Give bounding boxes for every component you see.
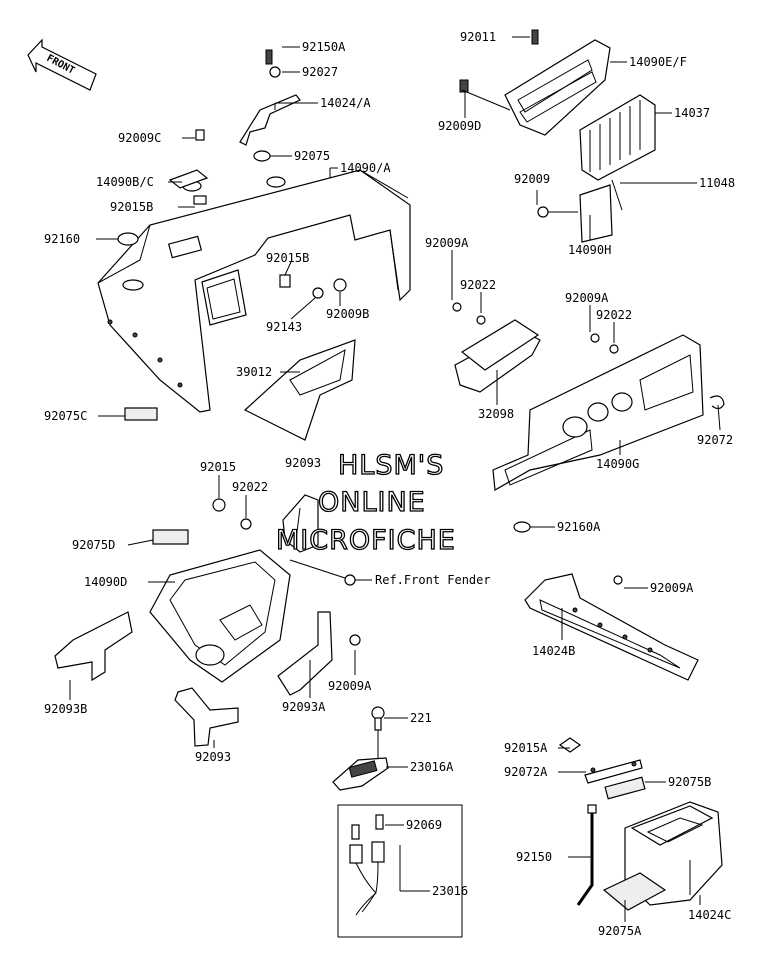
label-32098: 32098 [478, 407, 514, 421]
label-92009A-b: 92009A [565, 291, 609, 305]
label-ref-front-fender: Ref.Front Fender [375, 573, 491, 587]
label-14024B: 14024B [532, 644, 575, 658]
harness-23016 [349, 814, 385, 916]
label-221: 221 [410, 711, 432, 725]
label-92009D: 92009D [438, 119, 481, 133]
label-92009C: 92009C [118, 131, 161, 145]
bracket-92093 [174, 687, 239, 747]
label-14024C: 14024C [688, 908, 731, 922]
label-14090BC: 14090B/C [96, 175, 154, 189]
front-arrow-icon: FRONT [27, 38, 97, 91]
panel-14090G [492, 333, 725, 491]
label-92093B: 92093B [44, 702, 87, 716]
label-92075: 92075 [294, 149, 330, 163]
grommet-92160 [117, 232, 139, 246]
label-92075D: 92075D [72, 538, 115, 552]
pad-92075B [604, 776, 646, 800]
label-92093: 92093 [195, 750, 231, 764]
pad-92075C [124, 407, 158, 421]
part-labels: 92150A 92027 14024/A 92009C 92075 14090/… [44, 30, 735, 938]
label-14090H: 14090H [568, 243, 611, 257]
label-92143: 92143 [266, 320, 302, 334]
rear-fender-14090A [97, 169, 411, 413]
label-92150: 92150 [516, 850, 552, 864]
label-92022-b: 92022 [596, 308, 632, 322]
rod-92150 [576, 804, 597, 906]
bracket-14024A [239, 49, 301, 146]
label-39012: 39012 [236, 365, 272, 379]
label-14090D: 14090D [84, 575, 127, 589]
label-92075B: 92075B [668, 775, 711, 789]
grommet-92160A [513, 521, 531, 533]
leader-lines [69, 36, 721, 922]
label-92160: 92160 [44, 232, 80, 246]
strap-92072A [558, 737, 643, 784]
bracket-14024B [524, 573, 699, 681]
label-92022-a: 92022 [460, 278, 496, 292]
bracket-92093A [277, 611, 361, 696]
label-92015B-a: 92015B [110, 200, 153, 214]
label-23016A: 23016A [410, 760, 454, 774]
watermark-line-3: MICROFICHE [276, 525, 456, 556]
label-92093A: 92093A [282, 700, 326, 714]
watermark-line-1: HLSM'S [338, 450, 444, 481]
plate-14090BC [168, 129, 209, 205]
label-92027: 92027 [302, 65, 338, 79]
bracket-11048 [537, 179, 623, 243]
label-14037: 14037 [674, 106, 710, 120]
label-92072: 92072 [697, 433, 733, 447]
tray-14090D [149, 549, 356, 683]
washer-92022 [240, 518, 252, 530]
box-32098 [452, 302, 541, 393]
label-92075C: 92075C [44, 409, 87, 423]
label-11048: 11048 [699, 176, 735, 190]
label-92093-top: 92093 [285, 456, 321, 470]
label-92150A: 92150A [302, 40, 346, 54]
label-92009B: 92009B [326, 307, 369, 321]
pad-92075A [602, 872, 667, 911]
heatsink-14037 [579, 94, 656, 181]
pad-92075D [152, 529, 189, 545]
label-92015B-b: 92015B [266, 251, 309, 265]
label-92072A: 92072A [504, 765, 548, 779]
label-14024A: 14024/A [320, 96, 371, 110]
label-23016: 23016 [432, 884, 468, 898]
clip-92015B [279, 274, 347, 299]
label-14090G: 14090G [596, 457, 639, 471]
harness-box-23016 [337, 804, 463, 938]
label-92075A: 92075A [598, 924, 642, 938]
label-92022-c: 92022 [232, 480, 268, 494]
label-14090A: 14090/A [340, 161, 391, 175]
label-92069: 92069 [406, 818, 442, 832]
label-92009A-d: 92009A [328, 679, 372, 693]
duct-39012 [243, 339, 356, 441]
label-14090EF: 14090E/F [629, 55, 687, 69]
label-92009A-a: 92009A [425, 236, 469, 250]
label-92015: 92015 [200, 460, 236, 474]
grommet-92075 [253, 150, 271, 162]
label-92009A-c: 92009A [650, 581, 694, 595]
switch-23016A [332, 706, 389, 791]
label-92160A: 92160A [557, 520, 601, 534]
watermark: HLSM'S ONLINE MICROFICHE [275, 449, 456, 556]
bracket-92093B [54, 611, 133, 682]
bracket-92093-top [282, 494, 319, 553]
nut-92015 [212, 498, 226, 512]
label-92015A: 92015A [504, 741, 548, 755]
label-92011: 92011 [460, 30, 496, 44]
cover-14090EF [459, 29, 611, 136]
watermark-line-2: ONLINE [318, 487, 426, 518]
label-92009: 92009 [514, 172, 550, 186]
